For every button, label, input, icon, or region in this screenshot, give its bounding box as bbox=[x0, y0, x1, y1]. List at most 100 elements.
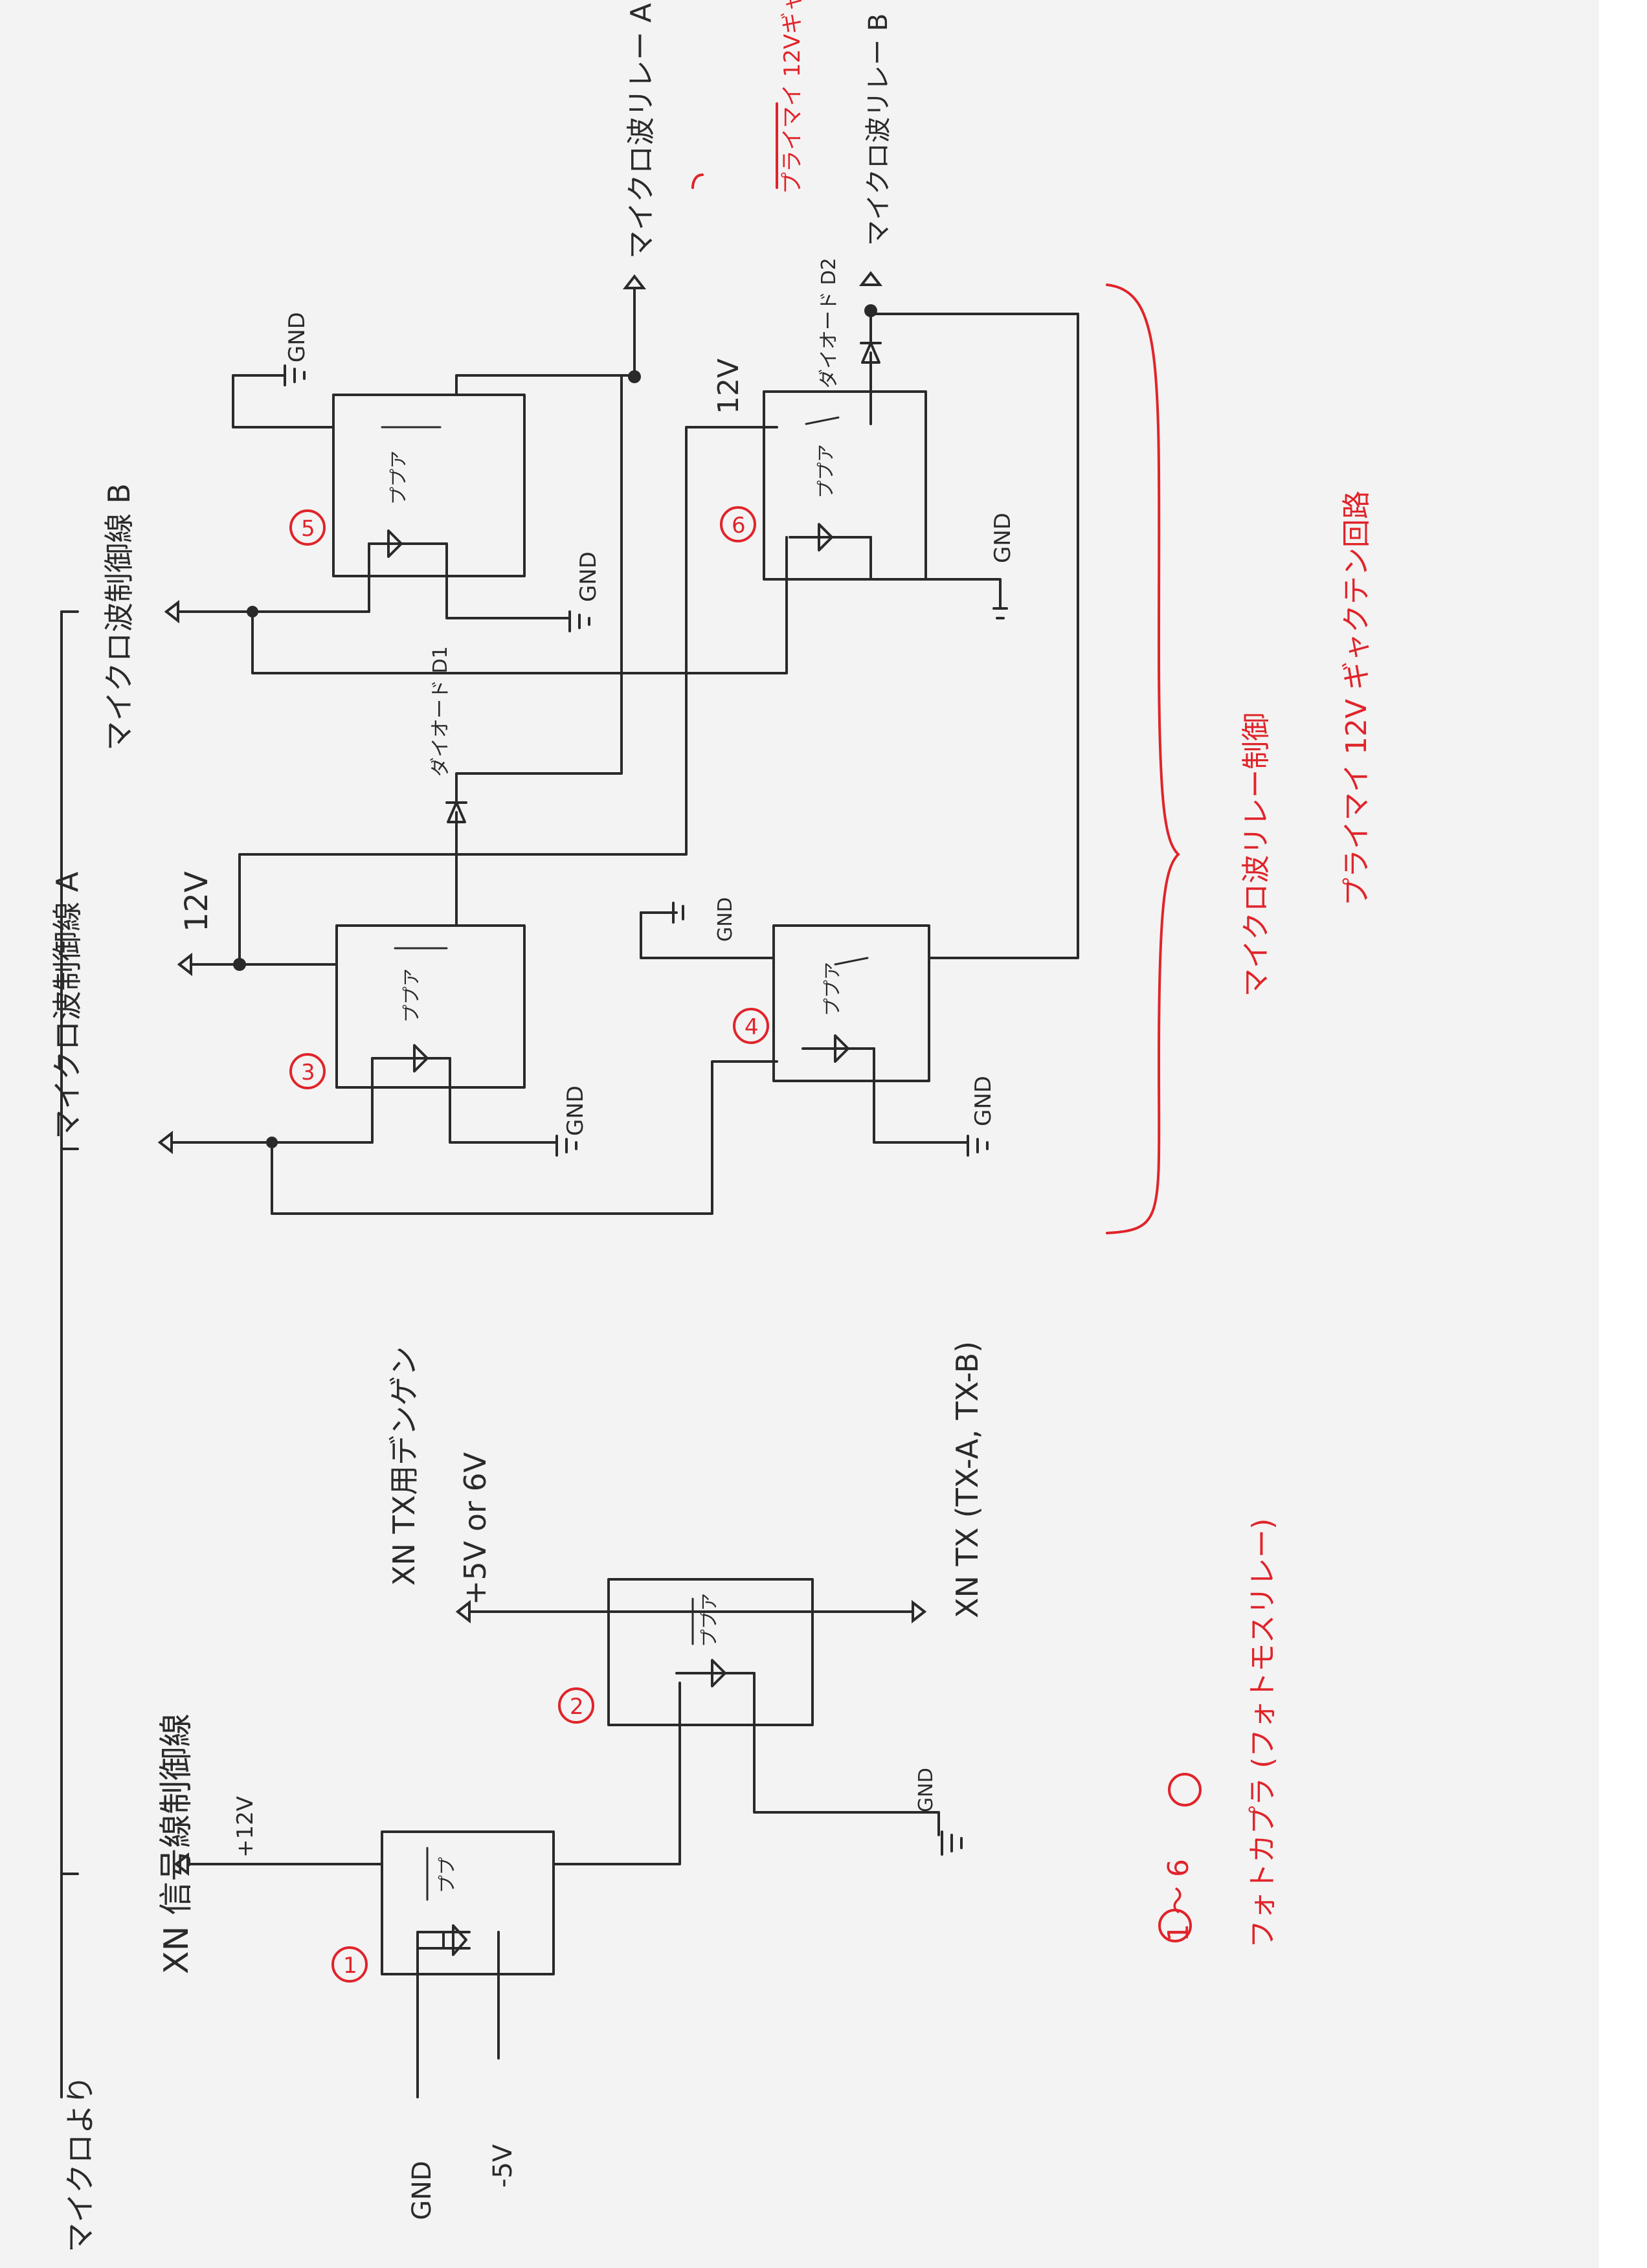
tx-power-label: XN TX用デンゲン bbox=[387, 1346, 421, 1586]
pc6-led-return bbox=[869, 536, 1002, 610]
pc4-number-ring bbox=[733, 1008, 769, 1044]
grouping-brace bbox=[1106, 284, 1180, 1234]
gnd-symbol-pc4 bbox=[967, 1135, 989, 1157]
mw-ctrl-b-label: マイクロ波制御線 B bbox=[102, 484, 137, 751]
plus12v-label: +12V bbox=[232, 1796, 258, 1858]
legend-circle-end bbox=[1168, 1773, 1202, 1807]
relay-a-junction bbox=[628, 370, 641, 383]
pc6-number: 6 bbox=[732, 513, 746, 539]
pc3-led-return bbox=[371, 1057, 558, 1144]
scan-margin bbox=[1599, 0, 1647, 2268]
pc2-number-ring bbox=[558, 1687, 594, 1724]
pc4-number: 4 bbox=[745, 1014, 759, 1040]
v12-b-label: 12V bbox=[712, 359, 745, 414]
pc5-out-to-relay-a bbox=[455, 287, 636, 396]
pc5-mark: ププア bbox=[388, 450, 409, 505]
pc1-to-pc2-wire bbox=[552, 1682, 681, 1865]
relay-b-terminal bbox=[858, 271, 883, 286]
relay-a-label: マイクロ波リレー A bbox=[625, 3, 658, 259]
photocoupler-4 bbox=[772, 924, 930, 1082]
pc3-number-ring bbox=[289, 1053, 326, 1089]
gnd-symbol-pc3 bbox=[555, 1135, 577, 1157]
xn-tx-terminal bbox=[912, 1599, 927, 1624]
pc1-body bbox=[381, 1830, 555, 1975]
photocoupler-5 bbox=[332, 394, 526, 577]
gnd-pc3-label: GND bbox=[563, 1085, 588, 1136]
v12-cross-wire bbox=[238, 426, 778, 966]
pc6-body bbox=[763, 390, 927, 581]
pc3-mark: ププア bbox=[401, 968, 422, 1023]
ctrl-b-terminal bbox=[164, 599, 179, 624]
from-microwave-label: マイクロより bbox=[63, 2075, 98, 2252]
gnd-symbol-pc2 bbox=[941, 1830, 963, 1856]
ctrl-a-to-pc4 bbox=[271, 1060, 778, 1215]
d2-to-relay-b bbox=[869, 313, 1079, 344]
plus12v-terminal bbox=[174, 1852, 189, 1876]
pc5-gnd-top bbox=[232, 374, 335, 428]
gnd-symbol-pc5-top bbox=[284, 364, 306, 386]
gnd-in-label: GND bbox=[407, 2161, 437, 2220]
gnd-symbol-pc6 bbox=[992, 607, 1008, 619]
ctrl-b-to-pc6 bbox=[251, 536, 788, 674]
photocoupler-6 bbox=[763, 390, 927, 581]
xn-tx-label: XN TX (TX-A, TX-B) bbox=[950, 1341, 985, 1618]
legend: 1 〜 6 フォトカプラ (フォトモスリレー) bbox=[1158, 1518, 1279, 1948]
pc5-led-return bbox=[368, 542, 571, 619]
d1-to-relay-a bbox=[455, 374, 623, 804]
pc2-body bbox=[607, 1578, 814, 1726]
pc1-number: 1 bbox=[343, 1953, 357, 1979]
legend-range: 1 〜 6 bbox=[1162, 1859, 1195, 1942]
photocoupler-2 bbox=[607, 1578, 814, 1726]
tx-supply-terminal bbox=[455, 1599, 471, 1624]
gnd-pc5-top-label: GND bbox=[284, 312, 310, 362]
pc3-body bbox=[335, 924, 526, 1089]
pc5-body bbox=[332, 394, 526, 577]
polarity-note: プライマイ 12Vギャクテン bbox=[779, 0, 805, 194]
gnd-pc4-label: GND bbox=[970, 1076, 996, 1126]
photocoupler-1 bbox=[381, 1830, 555, 1975]
pc3-number: 3 bbox=[301, 1060, 315, 1085]
pc5-number-ring bbox=[289, 509, 326, 546]
pc6-number-ring bbox=[720, 506, 756, 542]
relay-b-label: マイクロ波リレー B bbox=[864, 14, 893, 246]
v12-a-label: 12V bbox=[179, 871, 215, 932]
pc1-mark: ププ bbox=[436, 1857, 458, 1893]
photocoupler-3 bbox=[335, 924, 526, 1089]
mw-ctrl-a-label: マイクロ波制御線 A bbox=[50, 871, 85, 1139]
relay-b-junction bbox=[864, 304, 877, 317]
red-caption-reverse-circuit: プライマイ 12V ギャクテン回路 bbox=[1340, 491, 1373, 906]
red-caption-group: マイクロ波リレー制御 プライマイ 12V ギャクテン回路 プライマイ 12Vギャ… bbox=[779, 0, 1373, 997]
pc4-mark: ププア bbox=[822, 962, 843, 1016]
pc1-led-gnd bbox=[416, 1931, 500, 2098]
diode-d2-label: ダイオード D2 bbox=[818, 258, 840, 388]
pc4-body bbox=[772, 924, 930, 1082]
red-caption-relay-control: マイクロ波リレー制御 bbox=[1240, 713, 1273, 997]
pc2-gnd-wire bbox=[753, 1672, 940, 1836]
relay-a-terminal bbox=[622, 274, 647, 289]
pc2-mark: ププア bbox=[699, 1593, 720, 1647]
gnd-pc5-label: GND bbox=[576, 551, 601, 602]
gnd-pc2-label: GND bbox=[915, 1768, 937, 1812]
gnd-symbol-pc4-top bbox=[640, 902, 684, 924]
gnd-symbol-pc5 bbox=[568, 610, 590, 632]
pc4-gnd-top bbox=[640, 911, 775, 959]
pc5-number: 5 bbox=[301, 516, 315, 542]
pc2-number: 2 bbox=[570, 1694, 584, 1720]
v12-a-terminal bbox=[177, 952, 192, 977]
diode-d1-label: ダイオード D1 bbox=[429, 646, 452, 777]
gnd-pc4-top-label: GND bbox=[714, 897, 737, 942]
tx-supply-value: +5V or 6V bbox=[458, 1452, 493, 1605]
pc4-out-to-relay-b bbox=[928, 313, 1079, 959]
legend-text: フォトカプラ (フォトモスリレー) bbox=[1246, 1518, 1279, 1948]
minus5v-label: -5V bbox=[488, 2144, 518, 2188]
gnd-pc6-label: GND bbox=[990, 513, 1016, 563]
pc1-number-ring bbox=[331, 1946, 368, 1983]
pc4-led-return bbox=[873, 1047, 969, 1144]
pc6-mark: ププア bbox=[815, 444, 836, 498]
ctrl-a-terminal bbox=[157, 1130, 173, 1155]
xn-control-label: XN 信号線制御線 bbox=[157, 1713, 196, 1974]
legend-circle-start bbox=[1158, 1909, 1192, 1942]
polarity-brace bbox=[691, 102, 778, 189]
